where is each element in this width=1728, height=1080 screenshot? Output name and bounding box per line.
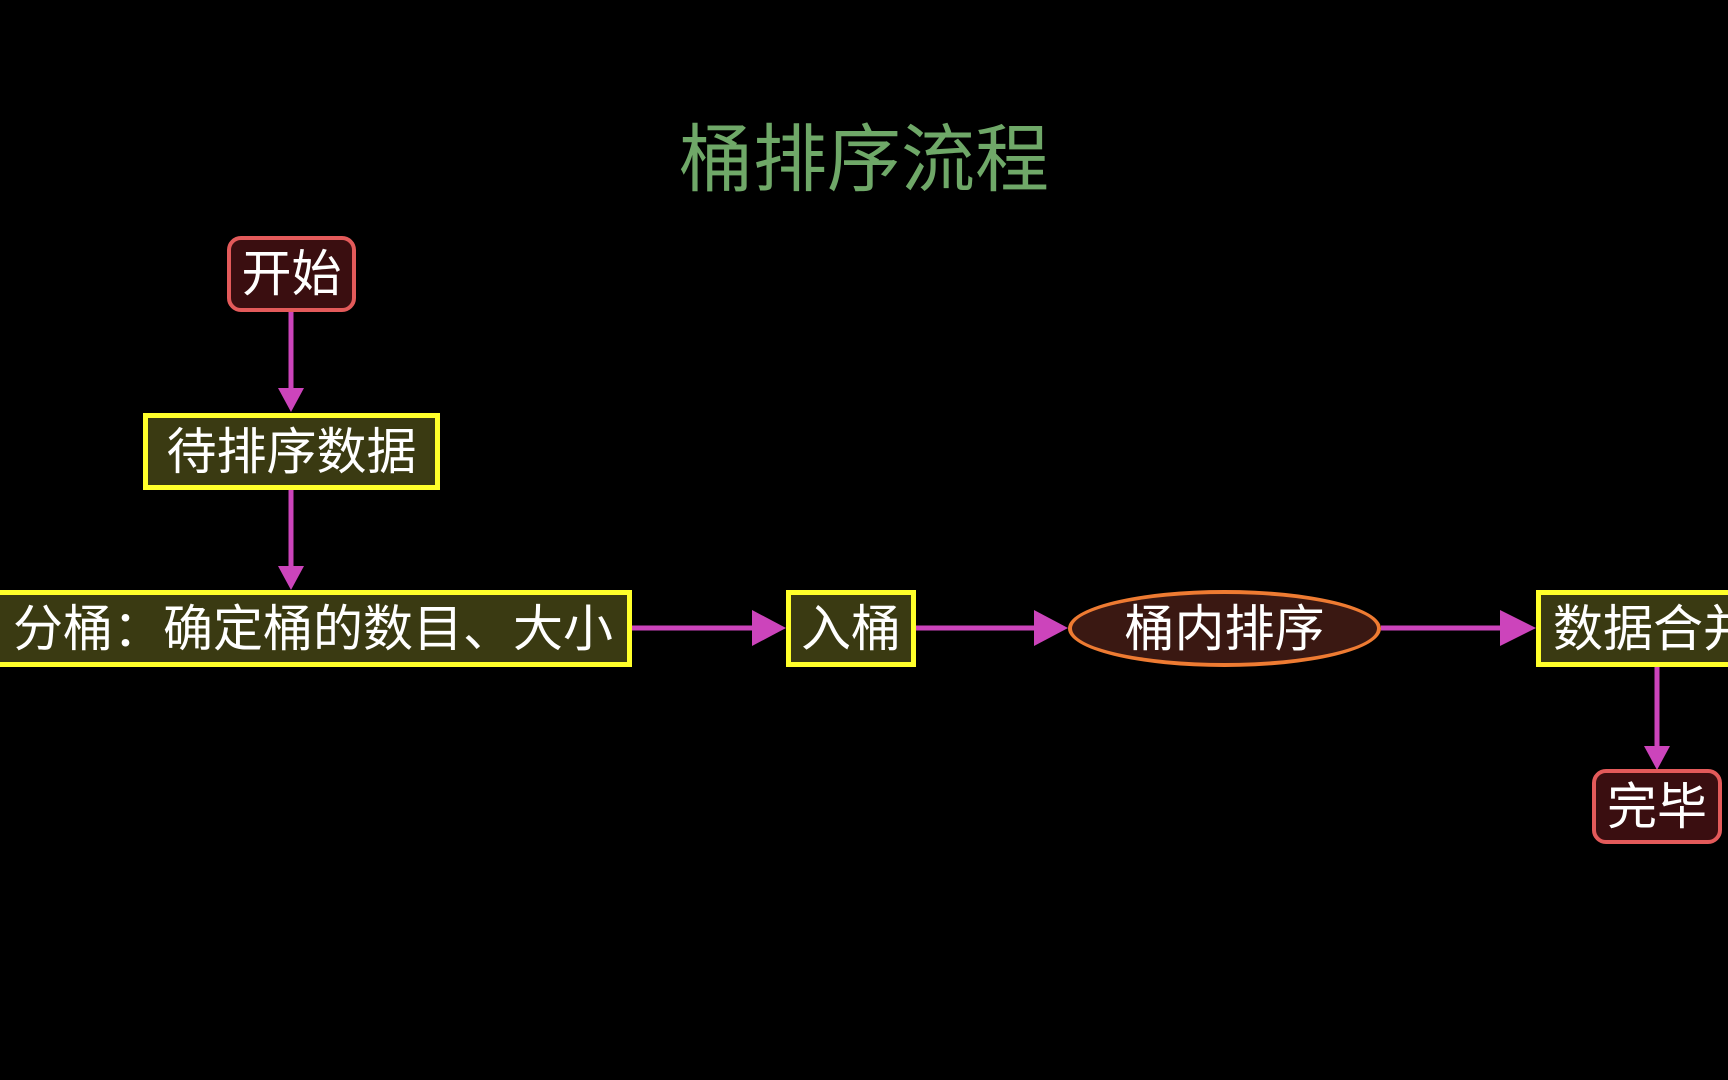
node-start: 开始 [227,236,356,312]
arrowhead-into-to-sort [1034,610,1068,646]
node-done-label: 完毕 [1607,777,1707,836]
arrowhead-input-to-split [278,566,304,590]
node-sort-within-label: 桶内排序 [1124,599,1325,658]
node-merge-data-label: 数据合并 [1553,599,1728,658]
node-sort-within: 桶内排序 [1068,590,1381,667]
node-done: 完毕 [1592,769,1722,844]
node-split-buckets: 分桶：确定桶的数目、大小 [0,590,632,667]
node-into-buckets: 入桶 [786,590,916,667]
arrowhead-start-to-input [278,388,304,412]
node-start-label: 开始 [241,245,342,303]
diagram-title: 桶排序流程 [679,117,1049,203]
node-split-buckets-label: 分桶：确定桶的数目、大小 [13,599,613,658]
node-input-data: 待排序数据 [143,413,440,490]
node-input-data-label: 待排序数据 [166,422,417,481]
node-merge-data: 数据合并 [1536,590,1728,667]
arrowhead-split-to-into [752,610,786,646]
node-into-buckets-label: 入桶 [801,599,901,658]
arrowhead-merge-to-done [1644,746,1670,770]
arrowhead-sort-to-merge [1500,610,1536,646]
